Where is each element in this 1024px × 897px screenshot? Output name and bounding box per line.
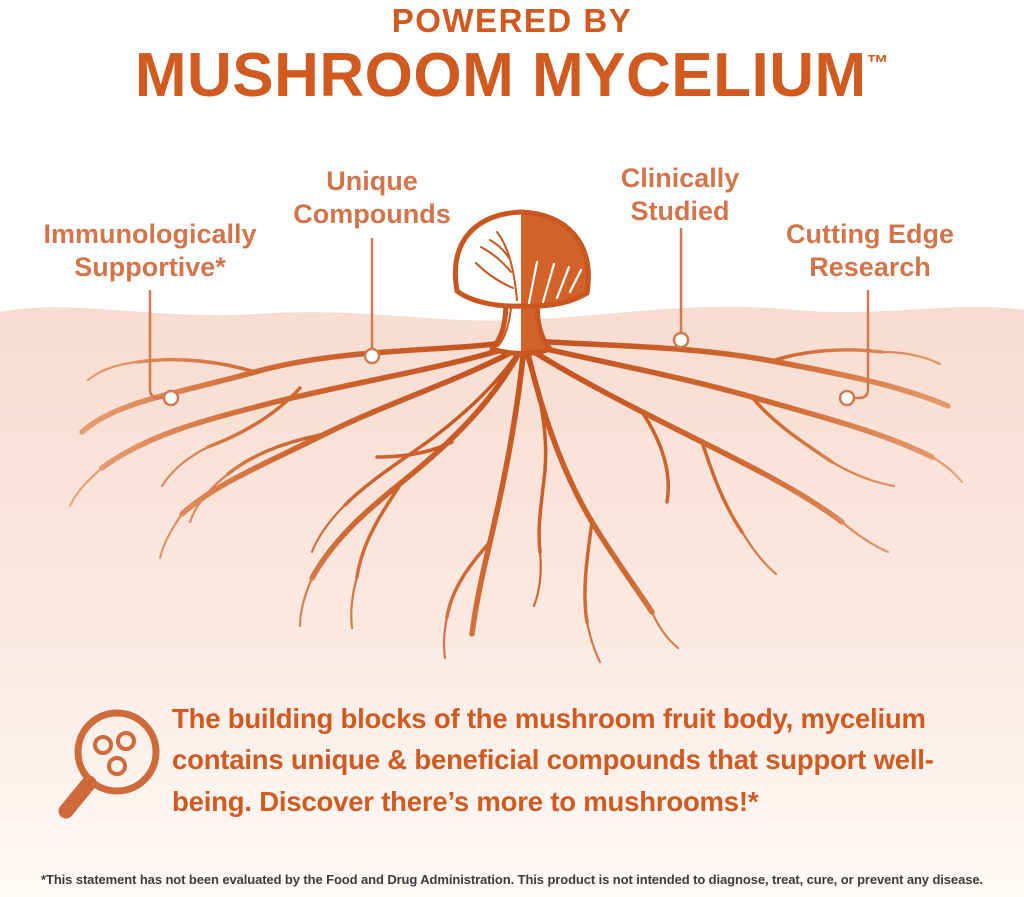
trademark-symbol: ™ [866,50,890,75]
fda-disclaimer: *This statement has not been evaluated b… [41,872,983,887]
kicker-text: POWERED BY [391,2,633,39]
callout-cutting-edge-research: Cutting Edge Research [786,219,954,282]
page-title: MUSHROOM MYCELIUM™ [0,41,1024,110]
description-bold-word: mycelium [800,703,926,734]
leader-dot [672,331,690,349]
mushroom-gills [527,260,583,305]
mushroom-veins [475,231,518,347]
callout-immunologically-supportive: Immunologically Supportive* [43,219,257,282]
title-text: MUSHROOM MYCELIUM [134,41,867,110]
leader-dot [363,347,381,365]
callout-clinically-studied: Clinically Studied [620,163,740,226]
description-text: The building blocks of the mushroom frui… [172,698,972,822]
magnifier-icon [58,709,160,819]
description-after: contains unique & beneficial compounds t… [172,744,934,817]
mushroom-illustration [453,209,591,356]
leader-dot [838,389,856,407]
mycelium-roots-illustration [68,338,964,664]
leader-dot [162,389,180,407]
description-before: The building blocks of the mushroom frui… [172,703,801,734]
callout-leader-lines [148,228,870,407]
callout-unique-compounds: Unique Compounds [293,166,451,229]
